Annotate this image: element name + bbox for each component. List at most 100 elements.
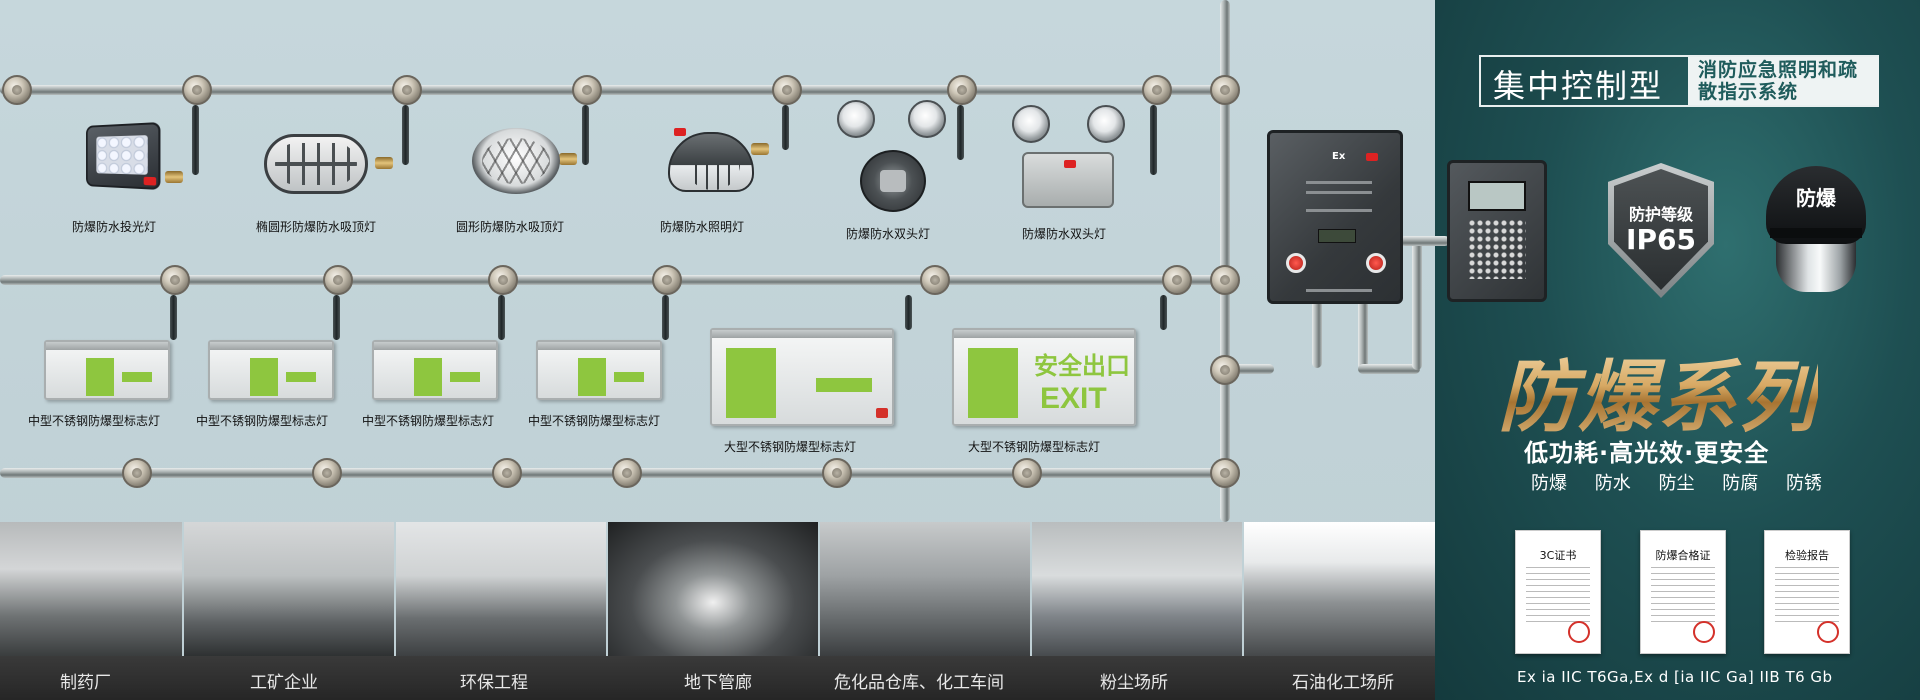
scene-caption-bar bbox=[0, 656, 1435, 700]
fixture-label: 中型不锈钢防爆型标志灯 bbox=[528, 414, 661, 428]
running-man-icon bbox=[414, 358, 442, 396]
brand-badge bbox=[1366, 153, 1378, 161]
scene-photo-mining-image bbox=[184, 522, 394, 656]
brand-badge bbox=[876, 408, 888, 418]
running-man-icon bbox=[968, 348, 1018, 418]
fixture-label: 中型不锈钢防爆型标志灯 bbox=[196, 414, 329, 428]
system-title-sub: 消防应急照明和疏散指示系统 bbox=[1698, 59, 1859, 103]
junction-box bbox=[1142, 75, 1172, 105]
junction-box bbox=[612, 458, 642, 488]
junction-box bbox=[772, 75, 802, 105]
ex-rating-code: Ex ia IIC T6Ga,Ex d [ia IIC Ga] IIB T6 G… bbox=[1517, 668, 1833, 686]
pipe-to-panel bbox=[1224, 364, 1274, 374]
scene-photo-warehouse bbox=[820, 522, 1030, 656]
cable-gland bbox=[559, 153, 577, 165]
arrow-right-icon bbox=[614, 372, 644, 382]
running-man-icon bbox=[250, 358, 278, 396]
central-controller bbox=[1447, 160, 1547, 302]
cable bbox=[1150, 105, 1157, 175]
scene-photo-tunnel-image bbox=[608, 522, 818, 656]
junction-box bbox=[392, 75, 422, 105]
exit-text: EXIT bbox=[1040, 382, 1107, 415]
certificate-title: 3C证书 bbox=[1539, 549, 1577, 562]
junction-box bbox=[652, 265, 682, 295]
certificate-3c: 3C证书 bbox=[1515, 530, 1601, 654]
panel-text-line bbox=[1306, 181, 1372, 184]
emergency-button bbox=[1366, 253, 1386, 273]
sign-top-rail bbox=[210, 342, 332, 350]
feature-item: 防尘 bbox=[1658, 473, 1695, 494]
pipe-controller-top bbox=[1400, 236, 1450, 246]
junction-box bbox=[1210, 355, 1240, 385]
junction-box bbox=[1162, 265, 1192, 295]
junction-box bbox=[947, 75, 977, 105]
twin-head-lamp-box-icon bbox=[1022, 152, 1114, 208]
round-ceiling-lamp-icon bbox=[472, 128, 560, 194]
scene-photo-petrochem bbox=[1244, 522, 1435, 656]
spot-head-icon bbox=[908, 100, 946, 138]
certificate-seal-icon bbox=[1568, 621, 1590, 643]
certificate-lines bbox=[1775, 567, 1839, 627]
certificate-title: 防爆合格证 bbox=[1655, 549, 1711, 562]
floodlight-icon bbox=[86, 121, 161, 191]
brand-badge bbox=[674, 128, 686, 136]
safe-exit-text: 安全出口 bbox=[1034, 352, 1130, 380]
fixture-label: 防爆防水照明灯 bbox=[660, 220, 745, 234]
cable bbox=[192, 105, 199, 175]
exit-sign-medium bbox=[208, 340, 334, 400]
scene-photo-pharma-image bbox=[0, 522, 182, 656]
oval-ceiling-lamp-icon bbox=[264, 134, 368, 194]
scene-caption: 石油化工场所 bbox=[1292, 673, 1394, 693]
feature-item: 防腐 bbox=[1722, 473, 1759, 494]
system-title-sub-box: 消防应急照明和疏散指示系统 bbox=[1688, 57, 1879, 105]
scene-caption: 粉尘场所 bbox=[1100, 673, 1168, 693]
feature-item: 防爆 bbox=[1531, 473, 1567, 494]
certificate-lines bbox=[1526, 567, 1590, 627]
panel-display bbox=[1318, 229, 1356, 243]
scene-caption: 制药厂 bbox=[60, 673, 111, 693]
brand-badge bbox=[1064, 160, 1076, 168]
certificate-inspection-report: 检验报告 bbox=[1764, 530, 1850, 654]
junction-box bbox=[920, 265, 950, 295]
arrow-right-icon bbox=[286, 372, 316, 382]
cable bbox=[333, 295, 340, 340]
cable bbox=[582, 105, 589, 165]
pipe-main-vertical bbox=[1220, 0, 1230, 522]
cable bbox=[1160, 295, 1167, 330]
exit-sign-large: 安全出口 EXIT bbox=[952, 328, 1136, 426]
exit-sign-medium bbox=[44, 340, 170, 400]
lamp-cage bbox=[482, 138, 550, 184]
twin-head-lamp-icon bbox=[860, 150, 926, 212]
scene-caption: 工矿企业 bbox=[250, 673, 318, 693]
certificate-explosion-proof: 防爆合格证 bbox=[1640, 530, 1726, 654]
controller-screen bbox=[1468, 181, 1526, 211]
series-title: 防爆系列 bbox=[1498, 335, 1818, 447]
junction-box bbox=[488, 265, 518, 295]
spot-head-icon bbox=[1012, 105, 1050, 143]
certificate-seal-icon bbox=[1817, 621, 1839, 643]
scene-photo-environment-image bbox=[396, 522, 606, 656]
scene-photo-pharma bbox=[0, 522, 182, 656]
scene-caption: 环保工程 bbox=[460, 673, 528, 693]
certificate-seal-icon bbox=[1693, 621, 1715, 643]
cable bbox=[782, 105, 789, 150]
arrow-right-icon bbox=[450, 372, 480, 382]
scene-caption: 地下管廊 bbox=[684, 673, 752, 693]
fixture-label: 防爆防水双头灯 bbox=[1022, 227, 1107, 241]
scene-photo-dust-image bbox=[1032, 522, 1242, 656]
lamp-cage bbox=[275, 143, 357, 185]
certificate-lines bbox=[1651, 567, 1715, 627]
brand-badge bbox=[143, 176, 157, 186]
arrow-right-icon bbox=[816, 378, 872, 392]
sign-top-rail bbox=[538, 342, 660, 350]
pipe-to-controller bbox=[1412, 240, 1422, 370]
running-man-icon bbox=[578, 358, 606, 396]
fixture-label: 椭圆形防爆防水吸顶灯 bbox=[256, 220, 377, 234]
system-title-box: 集中控制型 消防应急照明和疏散指示系统 bbox=[1479, 55, 1879, 107]
junction-box bbox=[1012, 458, 1042, 488]
shield-protection-level: 防护等级 bbox=[1628, 205, 1693, 224]
emergency-button bbox=[1286, 253, 1306, 273]
junction-box bbox=[492, 458, 522, 488]
sign-top-rail bbox=[954, 330, 1134, 338]
